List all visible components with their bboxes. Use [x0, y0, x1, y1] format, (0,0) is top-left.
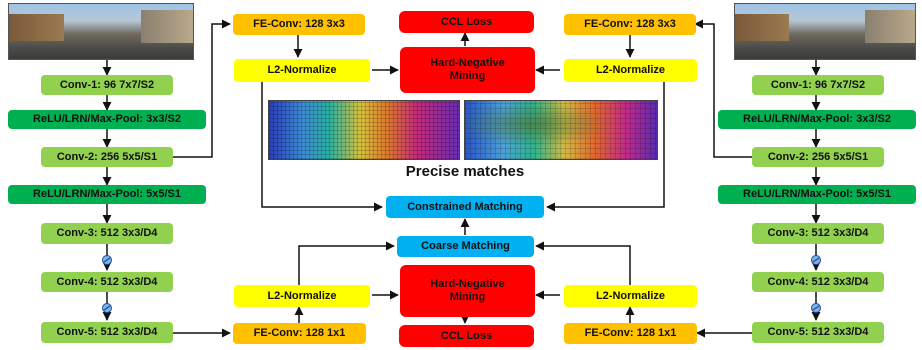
match-visualization-right — [464, 100, 658, 160]
left-conv5-box: Conv-5: 512 3x3/D4 — [41, 322, 173, 343]
right-conv5-box: Conv-5: 512 3x3/D4 — [752, 322, 884, 343]
left-relu1-box: ReLU/LRN/Max-Pool: 3x3/S2 — [8, 110, 206, 129]
right-conv4-box: Conv-4: 512 3x3/D4 — [752, 272, 884, 292]
dilation-icon — [101, 254, 113, 266]
hard-negative-mining-top-box: Hard-Negative Mining — [400, 47, 535, 93]
fe-conv-bottom-right-box: FE-Conv: 128 1x1 — [564, 323, 697, 344]
left-conv1-box: Conv-1: 96 7x7/S2 — [41, 75, 173, 95]
l2-normalize-top-left-box: L2-Normalize — [234, 59, 370, 82]
right-conv2-box: Conv-2: 256 5x5/S1 — [752, 147, 884, 167]
ccl-loss-bottom-box: CCL Loss — [399, 325, 534, 347]
l2-normalize-bottom-left-box: L2-Normalize — [234, 285, 370, 307]
precise-matches-caption: Precise matches — [405, 163, 525, 180]
l2-normalize-top-right-box: L2-Normalize — [564, 59, 697, 82]
right-conv1-box: Conv-1: 96 7x7/S2 — [752, 75, 884, 95]
fe-conv-top-right-box: FE-Conv: 128 3x3 — [564, 14, 696, 35]
dilation-icon — [810, 302, 822, 314]
coarse-matching-box: Coarse Matching — [397, 236, 534, 257]
right-conv3-box: Conv-3: 512 3x3/D4 — [752, 223, 884, 244]
left-conv2-box: Conv-2: 256 5x5/S1 — [41, 147, 173, 167]
right-input-image — [734, 3, 916, 60]
left-input-image — [8, 3, 194, 60]
constrained-matching-box: Constrained Matching — [386, 196, 544, 218]
fe-conv-bottom-left-box: FE-Conv: 128 1x1 — [233, 323, 366, 344]
left-relu2-box: ReLU/LRN/Max-Pool: 5x5/S1 — [8, 185, 206, 204]
ccl-loss-top-box: CCL Loss — [399, 11, 534, 33]
l2-normalize-bottom-right-box: L2-Normalize — [564, 285, 697, 307]
fe-conv-top-left-box: FE-Conv: 128 3x3 — [233, 14, 365, 35]
dilation-icon — [101, 302, 113, 314]
dilation-icon — [810, 254, 822, 266]
hard-negative-mining-bottom-box: Hard-Negative Mining — [400, 265, 535, 317]
right-relu1-box: ReLU/LRN/Max-Pool: 3x3/S2 — [718, 110, 916, 129]
left-conv3-box: Conv-3: 512 3x3/D4 — [41, 223, 173, 244]
left-conv4-box: Conv-4: 512 3x3/D4 — [41, 272, 173, 292]
right-relu2-box: ReLU/LRN/Max-Pool: 5x5/S1 — [718, 185, 916, 204]
match-visualization-left — [268, 100, 460, 160]
